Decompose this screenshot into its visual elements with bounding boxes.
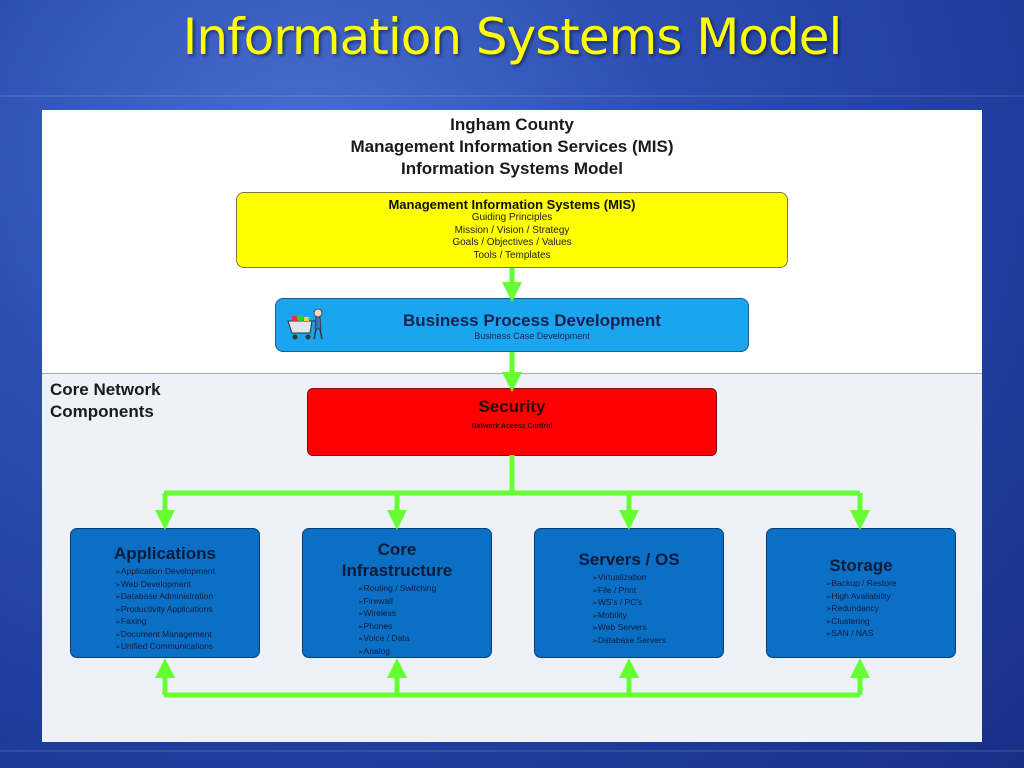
component-box-storage: Storage Backup / Restore High Availabili…	[766, 528, 956, 658]
component-box-core-infrastructure: Core Infrastructure Routing / Switching …	[302, 528, 492, 658]
bpd-title: Business Process Development	[403, 311, 661, 330]
bpd-subtitle: Business Case Development	[474, 331, 590, 341]
list-item: Faxing	[115, 616, 215, 629]
list-item: Analog	[358, 646, 437, 659]
list-item: Web Servers	[592, 622, 666, 635]
list-item: Firewall	[358, 596, 437, 609]
list-item: Document Management	[115, 629, 215, 642]
list-item: Productivity Applications	[115, 604, 215, 617]
list-item: Unified Communications	[115, 641, 215, 654]
diagram-heading-line-1: Ingham County	[450, 115, 574, 134]
list-item: Backup / Restore	[825, 578, 896, 591]
core-title-line: Components	[50, 402, 154, 421]
list-item: Database Administration	[115, 591, 215, 604]
list-item: WS's / PC's	[592, 597, 666, 610]
list-item: Mobility	[592, 610, 666, 623]
component-list: Virtualization File / Print WS's / PC's …	[592, 572, 666, 647]
list-item: Virtualization	[592, 572, 666, 585]
list-item: Clustering	[825, 616, 896, 629]
list-item: Phones	[358, 621, 437, 634]
component-list: Backup / Restore High Availability Redun…	[825, 578, 896, 641]
shopping-cart-icon	[287, 308, 323, 340]
list-item: Routing / Switching	[358, 583, 437, 596]
mis-line: Goals / Objectives / Values	[452, 237, 572, 248]
component-list: Application Development Web Development …	[115, 566, 215, 654]
list-item: High Availability	[825, 591, 896, 604]
list-item: Wireless	[358, 608, 437, 621]
core-title-line: Core Network	[50, 380, 161, 399]
background-wave	[0, 750, 1024, 752]
security-subtitle: Network Access Control	[471, 423, 553, 430]
component-title: Servers / OS	[578, 550, 680, 569]
component-title: Core	[377, 540, 417, 559]
diagram-heading-line-3: Information Systems Model	[401, 159, 623, 178]
component-title: Applications	[113, 544, 216, 563]
list-item: File / Print	[592, 585, 666, 598]
mis-box: Management Information Systems (MIS) Gui…	[236, 192, 788, 268]
connector-arrows	[155, 268, 870, 698]
slide-title: Information Systems Model	[182, 8, 843, 66]
business-process-box: Business Process Development Business Ca…	[275, 298, 749, 352]
background-wave	[0, 95, 1024, 97]
diagram-panel: Ingham County Management Information Ser…	[42, 110, 982, 742]
diagram-heading-line-2: Management Information Services (MIS)	[350, 137, 674, 156]
list-item: Application Development	[115, 566, 215, 579]
component-list: Routing / Switching Firewall Wireless Ph…	[358, 583, 437, 658]
list-item: Redundancy	[825, 603, 896, 616]
component-box-servers-os: Servers / OS Virtualization File / Print…	[534, 528, 724, 658]
mis-line: Tools / Templates	[473, 249, 551, 261]
mis-title: Management Information Systems (MIS)	[388, 197, 636, 212]
component-title: Infrastructure	[341, 561, 453, 580]
component-title: Storage	[829, 556, 893, 575]
mis-line: Guiding Principles	[471, 212, 553, 223]
core-network-title: Core Network Components	[50, 379, 161, 423]
list-item: SAN / NAS	[825, 628, 896, 641]
list-item: Web Development	[115, 579, 215, 592]
mis-line: Mission / Vision / Strategy	[454, 224, 570, 236]
list-item: Voice / Data	[358, 633, 437, 646]
core-network-panel: Core Network Components Security Network…	[42, 373, 982, 742]
list-item: Database Servers	[592, 635, 666, 648]
security-title: Security	[478, 397, 546, 416]
